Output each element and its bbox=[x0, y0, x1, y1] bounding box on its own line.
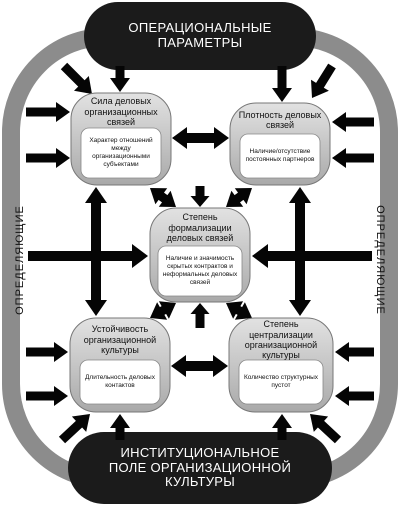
arrow-top-right-bottom-right bbox=[289, 187, 311, 316]
bottom-banner-line2: ПОЛЕ ОРГАНИЗАЦИОННОЙ bbox=[108, 459, 292, 475]
box-bottom-left-inner bbox=[79, 359, 161, 405]
arrow-right-to-bottom-right bbox=[335, 342, 374, 362]
bottom-banner-line1: ИНСТИТУЦИОНАЛЬНОЕ bbox=[120, 444, 280, 460]
box-bottom-right-inner bbox=[238, 359, 324, 405]
bottom-banner-line3: КУЛЬТУРЫ bbox=[164, 474, 236, 490]
arrow-left-to-bottom-left-low bbox=[26, 386, 68, 406]
arrow-bottom-banner-up-right bbox=[272, 414, 292, 440]
bottom-banner: ИНСТИТУЦИОНАЛЬНОЕ ПОЛЕ ОРГАНИЗАЦИОННОЙ К… bbox=[68, 438, 332, 498]
box-top-right-title: Плотность деловых связей bbox=[238, 109, 322, 130]
arrow-left-to-bottom-left bbox=[26, 342, 68, 362]
arrow-top-banner-down-left bbox=[110, 66, 130, 92]
arrow-bottom-left-center bbox=[150, 301, 176, 320]
arrow-bottom-left-bottom-right bbox=[171, 355, 228, 377]
box-top-right-detail: Наличие/отсутствие постоянных партнеров bbox=[245, 148, 315, 163]
arrow-top-left-center bbox=[150, 188, 176, 207]
top-banner-line1: ОПЕРАЦИОНАЛЬНЫЕ bbox=[128, 20, 272, 36]
arrow-top-banner-to-top-left bbox=[60, 62, 92, 94]
box-center-detail: Наличие и значимость скрытых контрактов … bbox=[162, 255, 238, 286]
arrow-right-to-top-right-low bbox=[332, 148, 374, 168]
arrow-bottom-banner-to-bottom-left bbox=[58, 414, 90, 444]
box-top-right-inner bbox=[239, 133, 321, 179]
arrow-top-banner-down-right bbox=[272, 66, 292, 102]
top-banner: ОПЕРАЦИОНАЛЬНЫЕ ПАРАМЕТРЫ bbox=[84, 8, 316, 64]
arrow-bottom-right-center bbox=[226, 301, 252, 320]
left-side-label: ОПРЕДЕЛЯЮЩИЕ bbox=[13, 205, 26, 315]
box-top-left-title: Сила деловых организационных связей bbox=[84, 96, 158, 128]
top-banner-line2: ПАРАМЕТРЫ bbox=[157, 35, 243, 50]
arrow-left-to-top-left bbox=[26, 102, 70, 122]
bottom-banner-shape bbox=[68, 432, 332, 504]
arrow-left-to-top-left-low bbox=[26, 148, 70, 168]
arrow-right-to-top-right bbox=[332, 112, 374, 132]
right-side-label: ОПРЕДЕЛЯЮЩИЕ bbox=[374, 205, 387, 315]
box-bottom-left-detail: Длительность деловых контактов bbox=[85, 374, 155, 389]
arrows-group bbox=[26, 62, 374, 444]
arrow-top-right-center bbox=[226, 188, 252, 207]
arrow-top-left-bottom-left bbox=[85, 187, 107, 316]
box-bottom-left-title: Устойчивость организационной культуры bbox=[83, 324, 157, 356]
arrow-top-left-top-right bbox=[172, 127, 229, 149]
top-banner-shape bbox=[84, 2, 316, 70]
box-top-left-inner bbox=[80, 127, 162, 179]
box-center-title: Степень формализации деловых связей bbox=[166, 212, 234, 244]
box-center-inner bbox=[157, 245, 243, 297]
arrow-right-to-center bbox=[252, 244, 372, 268]
arrow-center-up bbox=[190, 186, 210, 207]
arrow-top-banner-to-top-right bbox=[311, 63, 336, 98]
arrow-left-to-center bbox=[28, 244, 148, 268]
arrow-bottom-banner-up-left bbox=[110, 414, 130, 440]
arrow-bottom-banner-to-bottom-right bbox=[310, 414, 342, 444]
box-bottom-right-title: Степень централизации организационной ку… bbox=[244, 319, 318, 361]
arrow-center-down bbox=[190, 303, 210, 328]
box-bottom-right-detail: Количество структурных пустот bbox=[243, 374, 318, 389]
arrow-right-to-bottom-right-low bbox=[335, 386, 374, 406]
box-top-left-detail: Характер отношений между организационным… bbox=[89, 137, 153, 168]
